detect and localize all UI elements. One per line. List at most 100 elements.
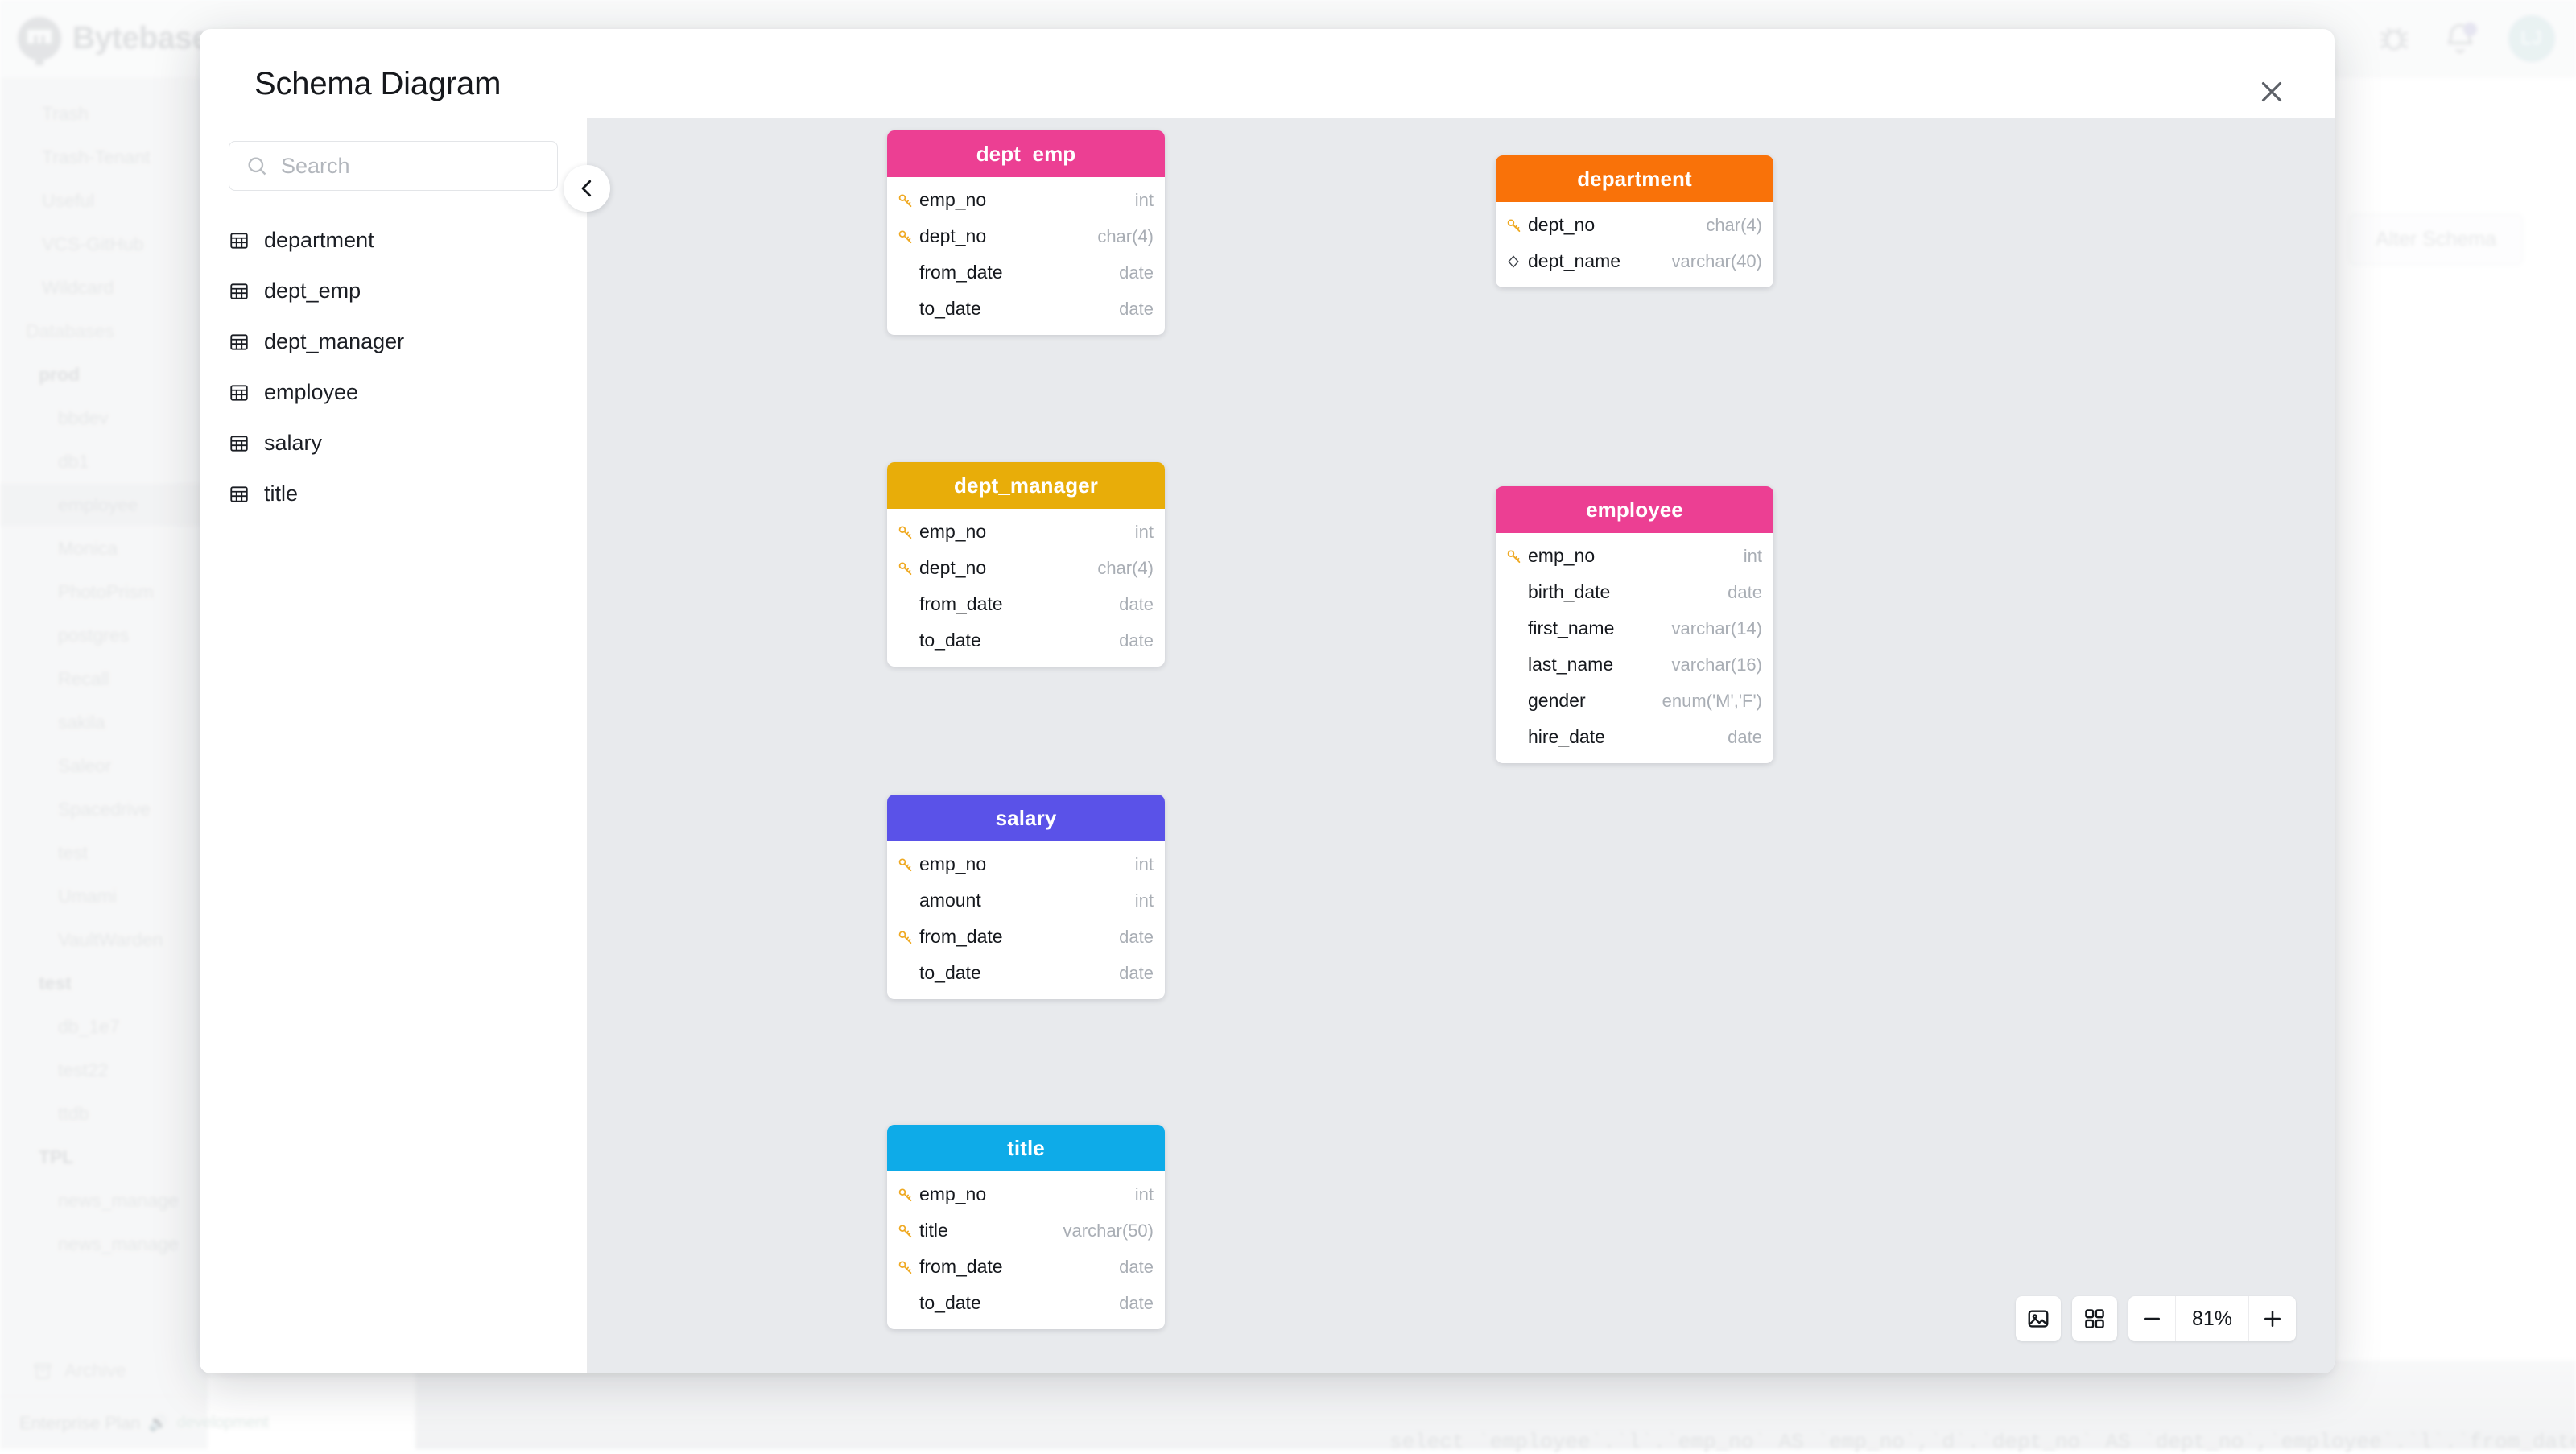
column-name: dept_no (1528, 214, 1706, 236)
zoom-level[interactable]: 81% (2175, 1296, 2249, 1341)
column-name: emp_no (919, 189, 1135, 211)
plus-icon[interactable] (2249, 1296, 2296, 1341)
table-list-item-label: title (264, 481, 298, 506)
column-name: dept_no (919, 225, 1097, 247)
column-type: char(4) (1097, 226, 1154, 247)
table-list-item-title[interactable]: title (200, 469, 587, 519)
column-type: enum('M','F') (1662, 691, 1762, 712)
table-list-item-label: salary (264, 431, 322, 456)
column-type: varchar(50) (1063, 1221, 1154, 1241)
search-box[interactable] (229, 141, 558, 191)
column-name: emp_no (1528, 545, 1744, 567)
column-name: to_date (919, 962, 1119, 984)
primary-key-icon (897, 192, 919, 209)
table-node-title: department (1496, 155, 1773, 202)
primary-key-icon (897, 1258, 919, 1276)
image-export-icon[interactable] (2016, 1296, 2061, 1341)
column-name: dept_name (1528, 250, 1672, 272)
table-node-title: employee (1496, 486, 1773, 533)
table-node-title: title (887, 1125, 1165, 1171)
column-type: int (1135, 522, 1154, 543)
search-input[interactable] (281, 154, 541, 179)
table-icon (229, 382, 250, 403)
primary-key-icon (897, 1186, 919, 1204)
column-name: to_date (919, 630, 1119, 651)
column-name: emp_no (919, 1183, 1135, 1205)
column-type: char(4) (1097, 558, 1154, 579)
column-name: to_date (919, 1292, 1119, 1314)
page-title: Schema Diagram (254, 66, 501, 102)
column-type: date (1119, 594, 1154, 615)
table-list-item-department[interactable]: department (200, 215, 587, 266)
column-name: birth_date (1528, 581, 1728, 603)
column-type: int (1744, 546, 1762, 567)
table-icon (229, 332, 250, 353)
column-name: title (919, 1220, 1063, 1241)
close-icon[interactable] (2251, 71, 2293, 113)
column-type: date (1728, 582, 1762, 603)
table-list-item-salary[interactable]: salary (200, 418, 587, 469)
table-node-title: salary (887, 795, 1165, 841)
minus-icon[interactable] (2128, 1296, 2175, 1341)
table-list-item-dept_manager[interactable]: dept_manager (200, 316, 587, 367)
column-type: date (1119, 630, 1154, 651)
column-type: date (1119, 1293, 1154, 1314)
column-type: varchar(16) (1672, 655, 1762, 675)
column-type: varchar(14) (1672, 618, 1762, 639)
column-type: varchar(40) (1672, 251, 1762, 272)
grid-layout-icon[interactable] (2072, 1296, 2117, 1341)
table-list-item-employee[interactable]: employee (200, 367, 587, 418)
column-name: emp_no (919, 853, 1135, 875)
canvas-toolbar: 81% (2016, 1296, 2296, 1341)
modal-header: Schema Diagram (200, 29, 2334, 101)
table-node-title: dept_manager (887, 462, 1165, 509)
column-name: first_name (1528, 618, 1672, 639)
search-container (200, 118, 587, 202)
column-type: date (1728, 727, 1762, 748)
column-name: amount (919, 890, 1135, 911)
column-type: int (1135, 190, 1154, 211)
column-name: from_date (919, 1256, 1119, 1278)
column-name: emp_no (919, 521, 1135, 543)
table-icon (229, 230, 250, 251)
table-node-title: dept_emp (887, 130, 1165, 177)
table-list-item-dept_emp[interactable]: dept_emp (200, 266, 587, 316)
chevron-left-icon[interactable] (564, 165, 610, 212)
